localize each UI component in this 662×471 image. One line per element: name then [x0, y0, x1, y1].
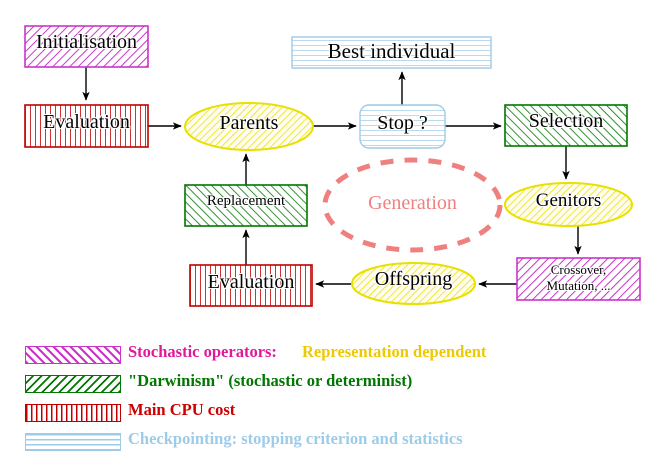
legend-label-main-cpu-cost: Main CPU cost: [128, 400, 236, 419]
node-evaluation-top[interactable]: [24, 104, 149, 148]
legend-label-representation-dependent: Representation dependent: [302, 342, 487, 361]
legend-label-darwinism: "Darwinism" (stochastic or determinist): [128, 371, 413, 390]
legend-row-main-cpu-cost: Main CPU cost: [0, 400, 640, 427]
legend-swatch-green-backdiagonal: [25, 375, 121, 393]
legend-swatch-magenta-diagonal: [25, 346, 121, 364]
node-selection[interactable]: [504, 104, 628, 147]
node-offspring[interactable]: [351, 262, 476, 305]
node-generation: [322, 157, 503, 253]
node-crossover-mutation[interactable]: [516, 257, 641, 301]
legend: Stochastic operators: Representation dep…: [0, 330, 662, 471]
node-evaluation-bottom[interactable]: [189, 264, 313, 307]
legend-label-checkpointing: Checkpointing: stopping criterion and st…: [128, 429, 463, 448]
legend-swatch-red-vertical: [25, 404, 121, 422]
node-initialisation[interactable]: [24, 25, 149, 68]
legend-label-stochastic-operators: Stochastic operators:: [128, 342, 277, 361]
legend-row-stochastic-operators: Stochastic operators: Representation dep…: [0, 342, 640, 369]
node-parents[interactable]: [184, 102, 314, 151]
node-replacement[interactable]: [184, 184, 308, 227]
node-genitors[interactable]: [504, 182, 633, 227]
edge-group: [82, 67, 582, 288]
legend-swatch-blue-horizontal: [25, 433, 121, 451]
node-best-individual[interactable]: [291, 36, 492, 69]
legend-row-checkpointing: Checkpointing: stopping criterion and st…: [0, 429, 640, 456]
node-stop[interactable]: [359, 104, 446, 149]
legend-row-darwinism: "Darwinism" (stochastic or determinist): [0, 371, 640, 398]
